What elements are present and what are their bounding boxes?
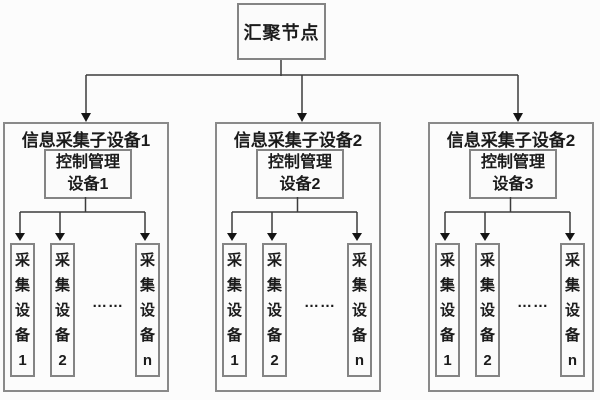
group-title: 信息采集子设备2: [446, 131, 576, 150]
arrow-down-icon: [15, 233, 25, 241]
ellipsis-label: ……: [517, 294, 549, 311]
subdevice-group-2: 信息采集子设备2 控制管理 设备2 采集设备1 采集设备2 …… 采集设备n: [215, 122, 381, 392]
device-box: 采集设备n: [347, 243, 372, 377]
arrow-down-icon: [227, 233, 237, 241]
root-node-label: 汇聚节点: [243, 22, 320, 43]
arrow-down-icon: [55, 233, 65, 241]
device-box: 采集设备n: [560, 243, 585, 377]
group-title: 信息采集子设备1: [21, 131, 151, 150]
controller-label-line2: 设备2: [279, 176, 321, 193]
controller-label-line1: 控制管理: [480, 154, 545, 171]
group-title: 信息采集子设备2: [233, 131, 363, 150]
device-box: 采集设备n: [135, 243, 160, 377]
root-node-box: 汇聚节点: [237, 3, 326, 60]
device-box: 采集设备1: [435, 243, 460, 377]
ellipsis-label: ……: [304, 294, 336, 311]
controller-box: 控制管理 设备3: [469, 149, 557, 199]
arrow-down-icon: [440, 233, 450, 241]
device-box: 采集设备2: [50, 243, 75, 377]
arrow-down-icon: [480, 233, 490, 241]
arrow-down-icon: [297, 113, 307, 122]
arrow-down-icon: [140, 233, 150, 241]
arrow-down-icon: [513, 113, 523, 122]
controller-label-line2: 设备3: [492, 176, 534, 193]
subdevice-group-1: 信息采集子设备1 控制管理 设备1 采集设备1 采集设备2 …… 采集设备n: [3, 122, 169, 392]
controller-label-line2: 设备1: [67, 176, 109, 193]
controller-label-line1: 控制管理: [55, 154, 120, 171]
device-box: 采集设备1: [10, 243, 35, 377]
device-box: 采集设备2: [475, 243, 500, 377]
arrow-down-icon: [352, 233, 362, 241]
ellipsis-label: ……: [92, 294, 124, 311]
device-box: 采集设备1: [222, 243, 247, 377]
arrow-down-icon: [81, 113, 91, 122]
controller-label-line1: 控制管理: [267, 154, 332, 171]
device-box: 采集设备2: [262, 243, 287, 377]
controller-box: 控制管理 设备2: [256, 149, 344, 199]
arrow-down-icon: [267, 233, 277, 241]
arrow-down-icon: [565, 233, 575, 241]
subdevice-group-3: 信息采集子设备2 控制管理 设备3 采集设备1 采集设备2 …… 采集设备n: [428, 122, 594, 392]
controller-box: 控制管理 设备1: [44, 149, 132, 199]
